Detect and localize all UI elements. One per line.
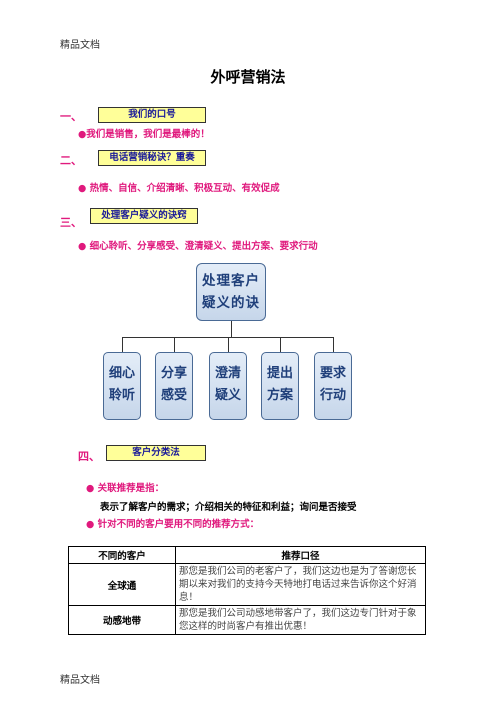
table-cell-script: 那您是我们公司的老客户了，我们这边也是为了答谢您长期以来对我们的支持今天特地打电…	[175, 563, 426, 606]
table-row: 全球通 那您是我们公司的老客户了，我们这边也是为了答谢您长期以来对我们的支持今天…	[68, 563, 426, 606]
recommendation-table: 不同的客户 推荐口径 全球通 那您是我们公司的老客户了，我们这边也是为了答谢您长…	[68, 546, 426, 635]
section-1-line: ●我们是销售，我们是最棒的！	[78, 129, 210, 140]
diagram-node-action: 要求 行动	[314, 352, 352, 420]
table-header-script: 推荐口径	[175, 546, 426, 564]
node-listen-line-1: 细心	[108, 366, 135, 381]
connector-2	[174, 337, 175, 352]
header-note: 精品文档	[60, 40, 100, 51]
section-3-line: ● 细心聆听、分享感受、澄清疑义、提出方案、要求行动	[78, 241, 318, 252]
diagram-node-clarify: 澄清 疑义	[209, 352, 247, 420]
diagram-node-share: 分享 感受	[155, 352, 193, 420]
section-3-box: 处理客户疑义的诀窍	[90, 208, 198, 224]
table-cell-script: 那您是我们公司动感地带客户了，我们这边专门针对于象您这样的时尚客户有推出优惠！	[175, 605, 426, 635]
table-cell-customer: 动感地带	[68, 605, 176, 635]
connector-1	[122, 337, 123, 352]
diagram-top-line-2: 疑义的诀	[202, 295, 260, 311]
node-clarify-line-2: 疑义	[214, 388, 241, 403]
diagram-node-listen: 细心 聆听	[103, 352, 141, 420]
node-listen-line-2: 聆听	[108, 388, 135, 403]
footer-note: 精品文档	[60, 675, 100, 686]
diagram-top-node: 处理客户 疑义的诀	[196, 263, 266, 321]
node-clarify-line-1: 澄清	[214, 366, 241, 381]
table-row: 动感地带 那您是我们公司动感地带客户了，我们这边专门针对于象您这样的时尚客户有推…	[68, 605, 426, 635]
section-1-number: 一、	[60, 110, 82, 123]
section-2-number: 二、	[60, 154, 82, 167]
node-action-line-2: 行动	[319, 388, 346, 403]
section-1-box: 我们的口号	[98, 107, 206, 123]
connector-bar	[122, 337, 333, 338]
section-4-bullet-1: ● 关联推荐是指：	[86, 483, 165, 494]
section-2-box: 电话营销秘诀？重奏	[98, 150, 206, 166]
connector-5	[333, 337, 334, 352]
node-share-line-2: 感受	[160, 388, 187, 403]
section-4-box: 客户分类法	[106, 445, 206, 461]
node-propose-line-2: 方案	[266, 388, 293, 403]
section-2-line: ● 热情、自信、介绍清晰、积极互动、有效促成	[78, 183, 280, 194]
table-header-customer: 不同的客户	[68, 546, 176, 564]
table-header-row: 不同的客户 推荐口径	[68, 546, 426, 564]
node-action-line-1: 要求	[319, 366, 346, 381]
connector-4	[280, 337, 281, 352]
page-title: 外呼营销法	[210, 68, 286, 86]
table-cell-customer: 全球通	[68, 563, 176, 606]
node-share-line-1: 分享	[160, 366, 187, 381]
diagram-node-propose: 提出 方案	[261, 352, 299, 420]
section-3-number: 三、	[60, 216, 82, 229]
diagram-top-line-1: 处理客户	[202, 273, 260, 289]
section-4-body-1: 表示了解客户的需求；介绍相关的特征和利益；询问是否接受	[100, 502, 357, 513]
connector-3	[228, 337, 229, 352]
section-4-number: 四、	[78, 450, 100, 463]
section-4-bullet-2: ● 针对不同的客户要用不同的推荐方式：	[86, 519, 260, 530]
node-propose-line-1: 提出	[266, 366, 293, 381]
connector-stem	[231, 321, 232, 337]
